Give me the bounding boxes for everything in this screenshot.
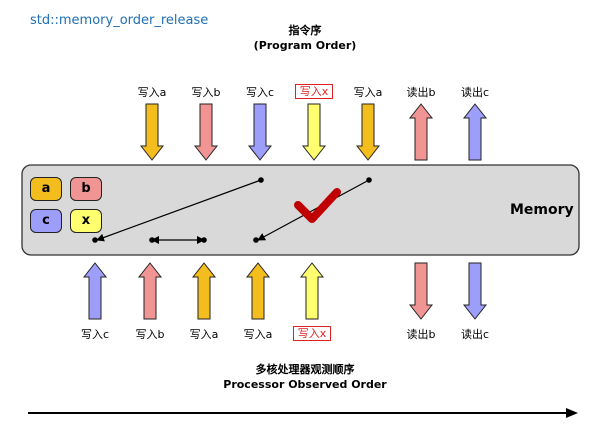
top-arrow-0 (139, 103, 165, 161)
reorder-arrows (92, 177, 372, 244)
bottom-arrow-row (82, 262, 488, 320)
check-icon (294, 188, 341, 223)
bottom-arrow-4 (299, 262, 325, 320)
bottom-op-text-0: 写入c (80, 328, 110, 341)
top-op-text-6: 读出c (460, 86, 490, 99)
bottom-arrow-3 (245, 262, 271, 320)
top-op-text-1: 写入b (191, 86, 221, 99)
program-order-title-en: (Program Order) (253, 39, 357, 52)
reorder-dot (258, 177, 264, 183)
top-arrow-5 (408, 103, 434, 161)
top-arrow-2 (247, 103, 273, 161)
cache-box-a: a (30, 177, 62, 201)
bottom-op-text-6: 读出c (460, 328, 490, 341)
reorder-dot (253, 237, 259, 243)
top-op-text-5: 读出b (406, 86, 436, 99)
top-arrow-1 (193, 103, 219, 161)
bottom-arrow-6 (462, 262, 488, 320)
observed-order-title-zh: 多核处理器观测顺序 (255, 363, 355, 376)
bottom-arrow-0 (82, 262, 108, 320)
bottom-op-label-2: 写入a (174, 326, 234, 342)
cache-box-x: x (70, 209, 102, 233)
reorder-dot (366, 177, 372, 183)
top-arrow-4 (355, 103, 381, 161)
reorder-dot (149, 237, 155, 243)
reorder-arrow-a-to-c (96, 179, 262, 242)
reorder-dot (92, 237, 98, 243)
observed-order-title-en: Processor Observed Order (223, 378, 387, 391)
top-arrow-row (139, 103, 488, 161)
reorder-dot (201, 237, 207, 243)
cache-box-c: c (30, 209, 62, 233)
bottom-op-label-4: 写入x (282, 326, 342, 341)
bottom-op-label-0: 写入c (65, 326, 125, 342)
top-op-text-3: 写入x (294, 84, 334, 99)
bottom-op-label-5: 读出b (391, 326, 451, 342)
bottom-op-text-5: 读出b (406, 328, 436, 341)
program-order-title-zh: 指令序 (288, 24, 322, 37)
top-op-text-2: 写入c (245, 86, 275, 99)
bottom-op-label-1: 写入b (120, 326, 180, 342)
bottom-op-text-1: 写入b (135, 328, 165, 341)
top-op-label-6: 读出c (445, 84, 505, 100)
bottom-op-text-3: 写入a (243, 328, 273, 341)
top-op-label-3: 写入x (284, 84, 344, 99)
bottom-op-text-4: 写入x (292, 326, 332, 341)
top-arrow-6 (462, 103, 488, 161)
top-op-label-5: 读出b (391, 84, 451, 100)
bottom-arrow-1 (137, 262, 163, 320)
bottom-arrow-2 (191, 262, 217, 320)
cache-box-b: b (70, 177, 102, 201)
observed-order-title: 多核处理器观测顺序 Processor Observed Order (0, 362, 610, 392)
bottom-op-label-3: 写入a (228, 326, 288, 342)
header-label: std::memory_order_release (30, 13, 209, 28)
reorder-arrow-second-a (257, 179, 370, 241)
top-op-label-4: 写入a (338, 84, 398, 100)
top-op-label-2: 写入c (230, 84, 290, 100)
memory-label: Memory (510, 202, 574, 218)
program-order-title: 指令序 (Program Order) (0, 23, 610, 53)
top-op-text-0: 写入a (137, 86, 167, 99)
timeline-arrowhead (566, 408, 578, 418)
bottom-arrow-5 (408, 262, 434, 320)
top-op-label-1: 写入b (176, 84, 236, 100)
top-arrow-3 (301, 103, 327, 161)
top-op-label-0: 写入a (122, 84, 182, 100)
bottom-op-text-2: 写入a (189, 328, 219, 341)
bottom-op-label-6: 读出c (445, 326, 505, 342)
top-op-text-4: 写入a (353, 86, 383, 99)
